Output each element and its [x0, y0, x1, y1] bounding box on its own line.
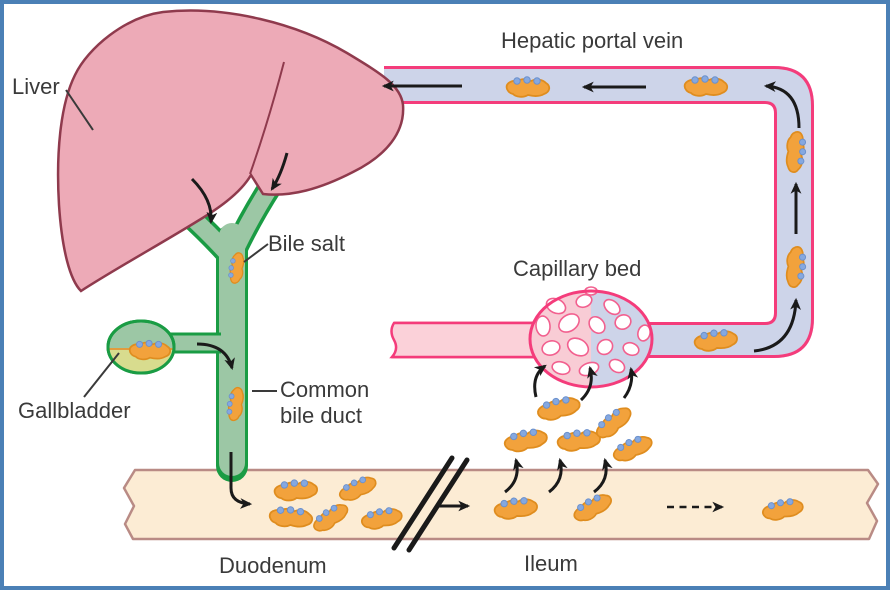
bile-salt-icon	[609, 429, 656, 467]
capillary-mesh	[535, 286, 651, 377]
bile-salt-icon	[590, 401, 636, 444]
liver-shape	[56, 9, 405, 293]
arrow-ileum-up-3	[593, 457, 613, 494]
arrow-vein-corner-bottom	[753, 297, 801, 353]
label-bile-salt: Bile salt	[268, 231, 346, 256]
label-common-bile-duct: Common bile duct	[280, 377, 370, 428]
label-duodenum: Duodenum	[219, 553, 327, 578]
bile-salt-pointer-line	[243, 243, 269, 263]
pointer-lines	[65, 89, 277, 398]
bile-salt-icon	[501, 424, 550, 455]
label-gallbladder: Gallbladder	[18, 398, 131, 423]
arrow-liver-left	[190, 177, 218, 225]
arrow-liver-right	[270, 152, 289, 191]
liver-pointer-line	[65, 89, 94, 131]
arrow-gallbladder-to-duct	[196, 342, 235, 371]
arrow-capillary-up-3	[622, 366, 639, 399]
label-liver: Liver	[12, 74, 60, 99]
arrow-capillary-up-2	[579, 365, 598, 402]
label-hepatic-portal-vein: Hepatic portal vein	[501, 28, 684, 53]
arrow-capillary-up-1	[533, 364, 547, 398]
bile-salt-icon	[555, 426, 603, 454]
label-ileum: Ileum	[524, 551, 578, 576]
arrow-vein-corner-top	[763, 81, 801, 129]
label-capillary-bed: Capillary bed	[513, 256, 642, 281]
gallbladder-pointer-line	[83, 352, 120, 398]
flow-arrows	[190, 80, 802, 513]
arrow-duct-to-duodenum	[229, 452, 253, 509]
artery-vessel	[389, 321, 545, 359]
arrow-ileum-up-1	[504, 457, 524, 494]
bile-salt-icon	[534, 391, 583, 424]
arrow-ileum-up-2	[548, 457, 568, 494]
hepatic-portal-vein-pipe	[384, 66, 814, 358]
capillary-bed	[528, 286, 654, 389]
